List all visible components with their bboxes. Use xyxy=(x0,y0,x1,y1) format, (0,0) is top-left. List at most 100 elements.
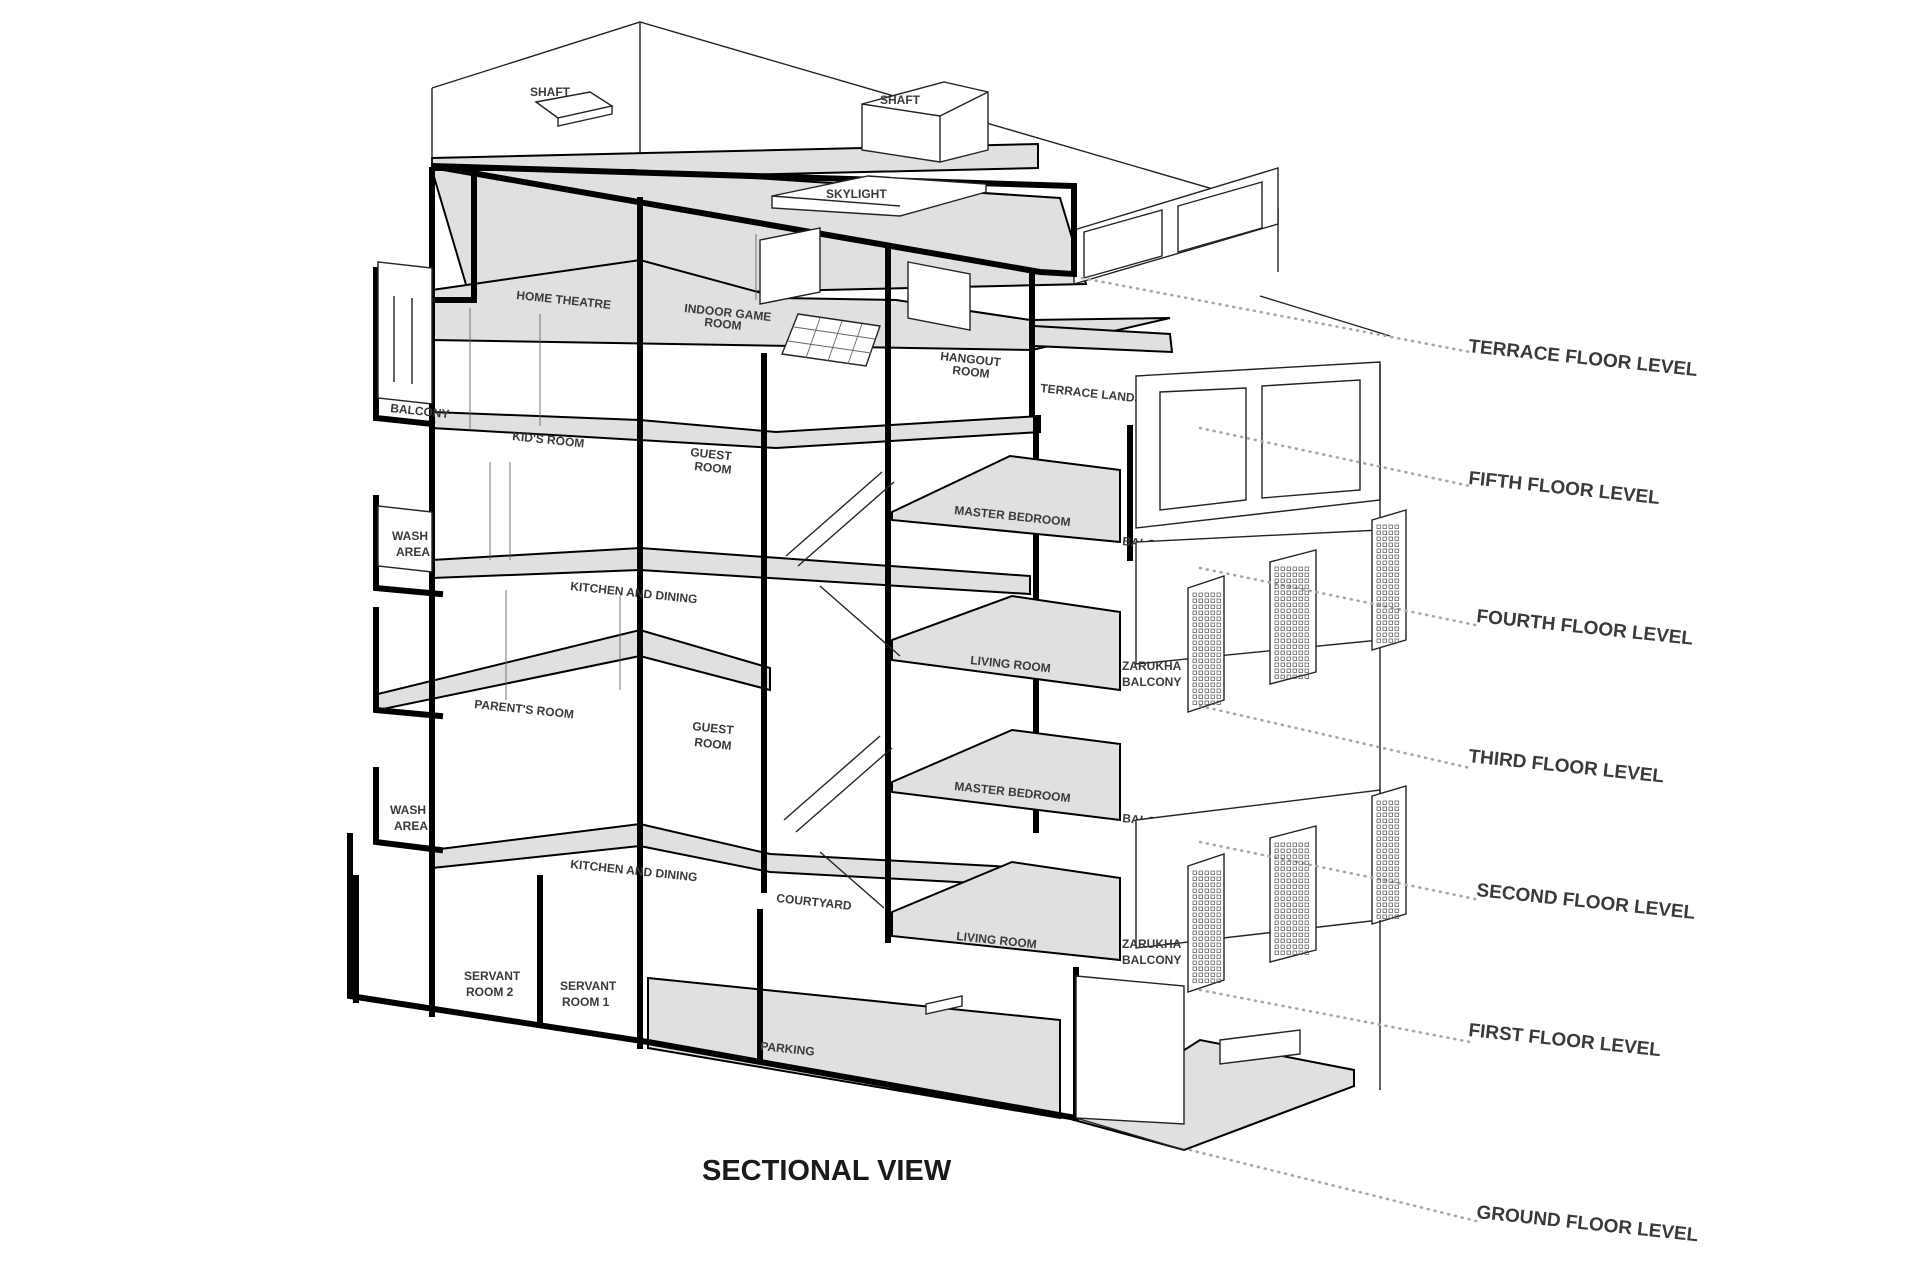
zarukha-grid-cell xyxy=(1388,566,1393,571)
zarukha-grid-cell xyxy=(1204,930,1209,935)
zarukha-grid-cell xyxy=(1304,872,1309,877)
zarukha-grid-cell xyxy=(1286,842,1291,847)
zarukha-grid-cell xyxy=(1382,854,1387,859)
zarukha-grid-cell xyxy=(1394,590,1399,595)
zarukha-grid-cell xyxy=(1192,640,1197,645)
zarukha-grid-cell xyxy=(1210,634,1215,639)
zarukha-grid-cell xyxy=(1280,932,1285,937)
zarukha-grid-cell xyxy=(1304,914,1309,919)
zarukha-grid-cell xyxy=(1388,818,1393,823)
zarukha-grid-cell xyxy=(1216,930,1221,935)
zarukha-grid-cell xyxy=(1216,900,1221,905)
zarukha-lower-label-2: BALCONY xyxy=(1122,953,1181,967)
zarukha-grid-cell xyxy=(1376,836,1381,841)
zarukha-grid-cell xyxy=(1286,932,1291,937)
zarukha-grid-cell xyxy=(1304,656,1309,661)
zarukha-grid-cell xyxy=(1292,668,1297,673)
zarukha-grid-cell xyxy=(1388,848,1393,853)
zarukha-grid-cell xyxy=(1280,644,1285,649)
zarukha-grid-cell xyxy=(1286,938,1291,943)
zarukha-grid-cell xyxy=(1382,914,1387,919)
zarukha-grid-cell xyxy=(1286,872,1291,877)
zarukha-grid-cell xyxy=(1216,912,1221,917)
guest-lower-label-1: GUEST xyxy=(692,719,735,737)
zarukha-grid-cell xyxy=(1204,876,1209,881)
zarukha-grid-cell xyxy=(1286,878,1291,883)
zarukha-grid-cell xyxy=(1198,888,1203,893)
first-floor xyxy=(373,640,1381,949)
zarukha-grid-cell xyxy=(1204,634,1209,639)
zarukha-grid-cell xyxy=(1286,572,1291,577)
zarukha-grid-cell xyxy=(1298,620,1303,625)
zarukha-grid-cell xyxy=(1210,900,1215,905)
zarukha-grid-cell xyxy=(1198,918,1203,923)
zarukha-grid-cell xyxy=(1286,902,1291,907)
zarukha-grid-cell xyxy=(1382,590,1387,595)
zarukha-grid-cell xyxy=(1382,806,1387,811)
zarukha-grid-cell xyxy=(1192,900,1197,905)
zarukha-grid-cell xyxy=(1304,596,1309,601)
zarukha-grid-cell xyxy=(1274,842,1279,847)
shaft-left: SHAFT xyxy=(530,85,614,127)
zarukha-grid-cell xyxy=(1198,876,1203,881)
level-terrace: TERRACE FLOOR LEVEL xyxy=(1467,336,1698,381)
zarukha-grid-cell xyxy=(1210,688,1215,693)
zarukha-grid-cell xyxy=(1274,902,1279,907)
zarukha-grid-cell xyxy=(1298,866,1303,871)
zarukha-grid-cell xyxy=(1192,966,1197,971)
zarukha-grid-cell xyxy=(1204,894,1209,899)
zarukha-grid-cell xyxy=(1382,530,1387,535)
zarukha-grid-cell xyxy=(1394,830,1399,835)
zarukha-grid-cell xyxy=(1204,616,1209,621)
zarukha-grid-cell xyxy=(1198,610,1203,615)
zarukha-grid-cell xyxy=(1388,872,1393,877)
zarukha-grid-cell xyxy=(1280,908,1285,913)
zarukha-grid-cell xyxy=(1376,614,1381,619)
zarukha-grid-cell xyxy=(1394,620,1399,625)
zarukha-grid-cell xyxy=(1292,938,1297,943)
zarukha-grid-cell xyxy=(1198,628,1203,633)
zarukha-grid-cell xyxy=(1286,626,1291,631)
zarukha-grid-cell xyxy=(1286,656,1291,661)
zarukha-grid-cell xyxy=(1204,900,1209,905)
zarukha-grid-cell xyxy=(1216,634,1221,639)
zarukha-grid-cell xyxy=(1298,596,1303,601)
zarukha-grid-cell xyxy=(1286,608,1291,613)
zarukha-grid-cell xyxy=(1204,652,1209,657)
zarukha-grid-cell xyxy=(1216,888,1221,893)
zarukha-grid-cell xyxy=(1382,602,1387,607)
zarukha-grid-cell xyxy=(1210,616,1215,621)
zarukha-grid-cell xyxy=(1382,620,1387,625)
zarukha-grid-cell xyxy=(1274,932,1279,937)
zarukha-grid-cell xyxy=(1274,620,1279,625)
wash-lower-label-1: WASH xyxy=(390,803,426,817)
zarukha-grid-cell xyxy=(1280,614,1285,619)
zarukha-grid-cell xyxy=(1210,598,1215,603)
indoor-game-label-2: ROOM xyxy=(704,315,743,333)
wash-upper-label-1: WASH xyxy=(392,529,428,543)
zarukha-grid-cell xyxy=(1210,658,1215,663)
zarukha-grid-pattern xyxy=(1192,870,1221,983)
zarukha-grid-cell xyxy=(1298,662,1303,667)
zarukha-grid-cell xyxy=(1198,960,1203,965)
zarukha-grid-cell xyxy=(1394,560,1399,565)
zarukha-grid-pattern xyxy=(1376,800,1399,919)
zarukha-grid-cell xyxy=(1204,954,1209,959)
zarukha-grid-cell xyxy=(1388,812,1393,817)
zarukha-grid-cell xyxy=(1274,578,1279,583)
servant1-label-1: SERVANT xyxy=(560,979,617,993)
zarukha-grid-cell xyxy=(1394,878,1399,883)
zarukha-grid-cell xyxy=(1382,884,1387,889)
zarukha-grid-cell xyxy=(1388,608,1393,613)
zarukha-grid-cell xyxy=(1198,966,1203,971)
zarukha-grid-cell xyxy=(1192,906,1197,911)
zarukha-grid-cell xyxy=(1382,890,1387,895)
zarukha-grid-cell xyxy=(1204,960,1209,965)
zarukha-grid-cell xyxy=(1198,616,1203,621)
zarukha-grid-cell xyxy=(1292,932,1297,937)
zarukha-grid-cell xyxy=(1376,818,1381,823)
zarukha-grid-cell xyxy=(1192,652,1197,657)
zarukha-grid-cell xyxy=(1286,950,1291,955)
zarukha-grid-cell xyxy=(1376,596,1381,601)
zarukha-grid-cell xyxy=(1376,824,1381,829)
